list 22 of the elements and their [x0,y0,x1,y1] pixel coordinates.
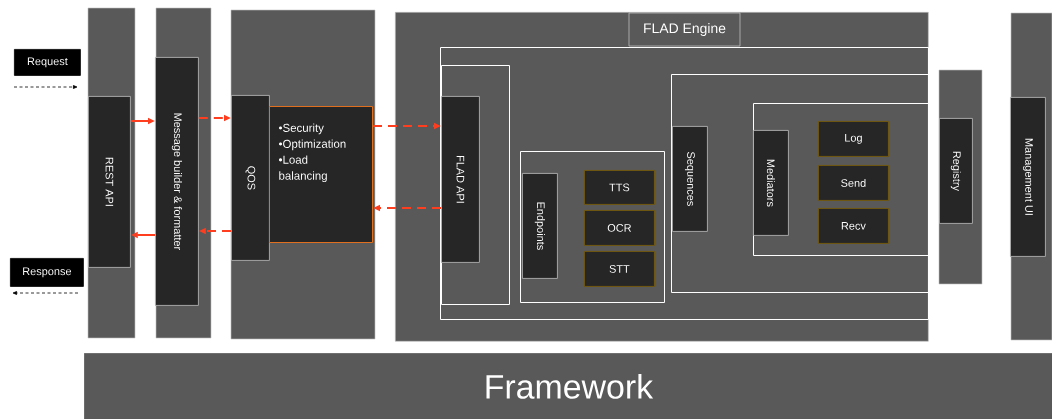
component-box: Message builder & formatter [155,57,199,306]
frame-box [520,151,665,303]
framework-band: Framework [84,353,1052,419]
component-box: Recv [818,208,889,244]
component-box: Management UI [1010,97,1046,257]
component-box: FLAD API [441,96,480,263]
frame-box [671,74,929,293]
component-box: TTS [584,170,655,205]
component-box: OCR [584,210,655,246]
component-box: REST API [88,96,131,268]
component-box: Log [818,121,889,157]
component-box: QOS [231,95,270,261]
component-box: Send [818,165,889,201]
component-box: Sequences [672,126,708,232]
label-box: Request [14,49,81,76]
frame-box [440,47,929,320]
component-box: STT [584,251,655,287]
frame-box [441,65,510,305]
component-box: Registry [939,118,973,224]
component-box: Mediators [753,130,789,236]
label-box: Response [10,258,84,287]
component-box: Endpoints [522,173,558,279]
